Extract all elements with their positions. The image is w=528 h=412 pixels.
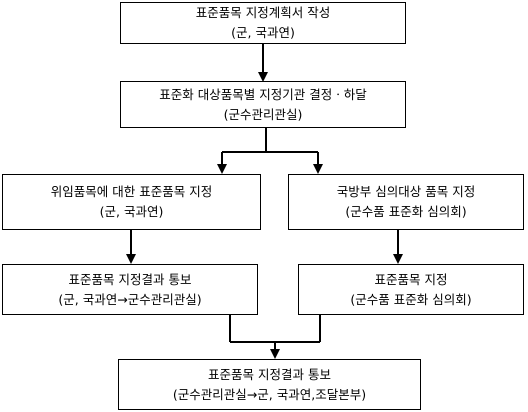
step2-subtitle: (군수관리관실) [223,106,303,122]
step1-title: 표준품목 지정계획서 작성 [195,5,331,20]
left1-title: 위임품목에 대한 표준품목 지정 [50,184,213,199]
final-title: 표준품목 지정결과 통보 [208,366,331,382]
final-box: 표준품목 지정결과 통보 (군수관리관실→군, 국과연,조달본부) [118,359,421,410]
right2-title: 표준품목 지정 [374,271,448,287]
right1-title: 국방부 심의대상 품목 지정 [336,184,476,199]
right2-subtitle: (군수품 표준화 심의회) [350,291,472,307]
final-subtitle: (군수관리관실→군, 국과연,조달본부) [172,386,367,402]
right1-subtitle: (군수품 표준화 심의회) [345,204,467,219]
left2-box: 표준품목 지정결과 통보 (군, 국과연→군수관리관실) [2,264,258,315]
step2-box: 표준화 대상품목별 지정기관 결정ㆍ하달 (군수관리관실) [120,81,406,128]
left1-subtitle: (군, 국과연) [99,204,164,219]
step1-subtitle: (군, 국과연) [231,25,295,40]
step2-title: 표준화 대상품목별 지정기관 결정ㆍ하달 [159,86,367,102]
right1-box: 국방부 심의대상 품목 지정 (군수품 표준화 심의회) [288,174,524,230]
right2-box: 표준품목 지정 (군수품 표준화 심의회) [298,264,524,315]
left2-title: 표준품목 지정결과 통보 [68,271,192,287]
left1-box: 위임품목에 대한 표준품목 지정 (군, 국과연) [2,174,261,230]
left2-subtitle: (군, 국과연→군수관리관실) [58,291,202,307]
step1-box: 표준품목 지정계획서 작성 (군, 국과연) [120,2,406,44]
